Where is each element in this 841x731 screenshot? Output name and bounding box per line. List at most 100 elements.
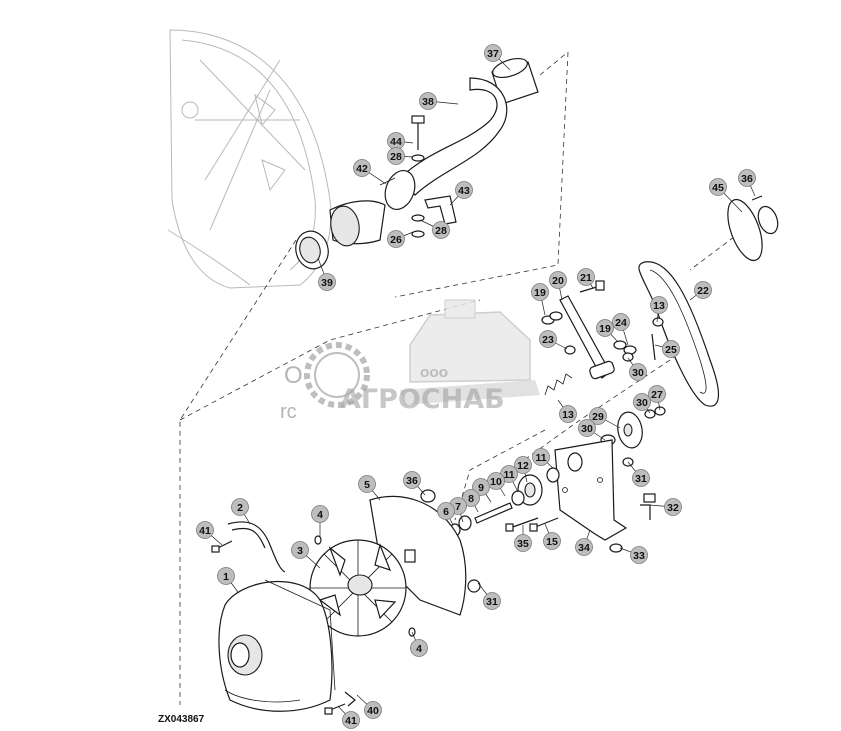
pulley-45 (727, 198, 763, 262)
callout-20: 20 (549, 271, 567, 301)
callout-number: 26 (390, 234, 402, 246)
bracket-43 (424, 195, 457, 225)
back-plate-5 (369, 495, 467, 616)
callout-bubble (559, 405, 577, 423)
callout-2: 2 (231, 498, 251, 525)
callout-23: 23 (539, 330, 568, 350)
callout-bubble (217, 567, 235, 585)
callout-26: 26 (387, 230, 414, 248)
callout-bubble (342, 711, 360, 729)
callout-bubble (549, 271, 567, 289)
callout-number: 23 (542, 334, 554, 346)
callout-13: 13 (650, 296, 668, 323)
callout-30: 30 (578, 419, 606, 441)
callout-number: 28 (390, 151, 402, 163)
callout-29: 29 (589, 407, 621, 429)
callout-number: 24 (615, 317, 627, 329)
callout-number: 21 (580, 272, 592, 284)
callout-number: 7 (455, 501, 461, 513)
callout-number: 30 (636, 397, 648, 409)
callout-bubble (589, 407, 607, 425)
callout-37: 37 (484, 44, 511, 71)
callout-43: 43 (449, 181, 473, 206)
callout-10: 10 (487, 472, 506, 497)
ghost-text-1: O (284, 362, 303, 389)
callout-21: 21 (577, 268, 595, 289)
callout-31: 31 (627, 461, 650, 487)
callout-bubble (632, 469, 650, 487)
callout-number: 38 (422, 96, 434, 108)
callout-5: 5 (358, 475, 381, 501)
callout-bubble (539, 330, 557, 348)
callout-33: 33 (619, 546, 648, 564)
curved-hose-38 (399, 77, 508, 196)
callout-number: 27 (651, 389, 663, 401)
callout-number: 41 (199, 525, 211, 537)
watermark-logo: ООО АГРОСНАБ (304, 299, 540, 415)
callout-number: 31 (635, 473, 647, 485)
callout-27: 27 (648, 385, 666, 411)
callout-36: 36 (738, 169, 756, 197)
callout-bubble (358, 475, 376, 493)
callout-41: 41 (196, 521, 223, 546)
callout-number: 13 (562, 409, 574, 421)
impeller-3 (309, 539, 407, 637)
callout-bubble (531, 283, 549, 301)
callout-number: 42 (356, 163, 368, 175)
callout-40: 40 (356, 694, 382, 719)
callout-31: 31 (477, 582, 501, 610)
callout-12: 12 (514, 456, 532, 483)
callout-number: 6 (443, 506, 449, 518)
callout-bubble (387, 230, 405, 248)
callout-13: 13 (557, 399, 577, 423)
callout-bubble (648, 385, 666, 403)
callout-bubble (578, 419, 596, 437)
callout-bubble (353, 159, 371, 177)
drawing-code: ZX043867 (158, 714, 205, 725)
callout-8: 8 (462, 489, 480, 513)
callout-39: 39 (317, 257, 336, 291)
callout-number: 25 (665, 344, 677, 356)
hose-2 (227, 521, 286, 573)
callout-4: 4 (410, 631, 428, 657)
callout-number: 31 (486, 596, 498, 608)
callout-number: 11 (503, 469, 514, 481)
callout-number: 33 (633, 550, 645, 562)
callout-bubble (709, 178, 727, 196)
callout-number: 28 (435, 225, 447, 237)
callout-19: 19 (596, 319, 619, 343)
callout-11: 11 (500, 465, 519, 493)
callout-number: 4 (416, 643, 422, 655)
callout-bubble (543, 532, 561, 550)
callout-30: 30 (627, 357, 647, 381)
callout-bubble (575, 538, 593, 556)
callout-number: 37 (487, 48, 499, 60)
callout-bubble (577, 268, 595, 286)
callout-15: 15 (543, 523, 561, 550)
callout-19: 19 (531, 283, 549, 316)
callout-35: 35 (514, 525, 532, 552)
callout-bubble (291, 541, 309, 559)
callout-42: 42 (353, 159, 387, 185)
callout-number: 34 (578, 542, 590, 554)
callout-bubble (432, 221, 450, 239)
callout-number: 29 (592, 411, 604, 423)
callout-bubble (694, 281, 712, 299)
callout-3: 3 (291, 541, 321, 569)
callout-number: 30 (632, 367, 644, 379)
callout-1: 1 (217, 567, 239, 593)
callout-number: 19 (534, 287, 546, 299)
callout-number: 2 (237, 502, 243, 514)
callout-bubble (403, 471, 421, 489)
callout-number: 12 (517, 460, 529, 472)
callout-32: 32 (649, 498, 682, 516)
callout-number: 44 (390, 136, 402, 148)
callout-number: 8 (468, 493, 474, 505)
ghost-text-2: rc (280, 401, 297, 423)
callout-bubble (196, 521, 214, 539)
callout-bubble (612, 313, 630, 331)
clamp-42 (384, 170, 416, 210)
callout-28: 28 (387, 147, 414, 165)
callout-28: 28 (419, 219, 450, 239)
